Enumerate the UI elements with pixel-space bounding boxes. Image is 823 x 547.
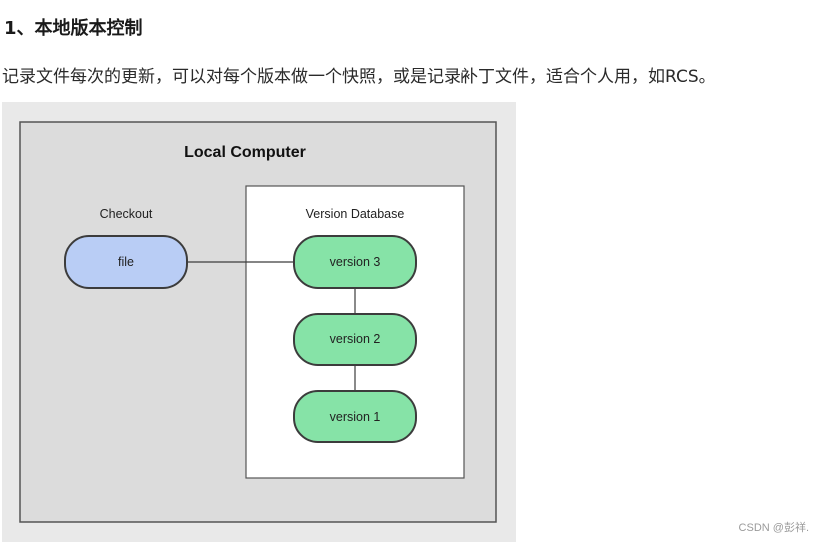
text-cursor-icon: I bbox=[460, 71, 465, 87]
csdn-watermark: CSDN @彭祥. bbox=[738, 522, 809, 534]
description-paragraph: 记录文件每次的更新，可以对每个版本做一个快照，或是记录补丁文件，适合个人用，如R… bbox=[2, 67, 716, 87]
checkout-label: Checkout bbox=[100, 207, 153, 221]
local-vcs-diagram: Local Computer Version Database Checkout… bbox=[2, 102, 516, 542]
local-computer-title: Local Computer bbox=[184, 144, 306, 161]
file-node bbox=[64, 235, 188, 289]
version-1-label: version 1 bbox=[330, 410, 381, 424]
section-heading: 1、本地版本控制 bbox=[4, 18, 143, 39]
version-3-node bbox=[293, 235, 417, 289]
version-2-label: version 2 bbox=[330, 332, 381, 346]
version-1-node bbox=[293, 390, 417, 443]
version-2-node bbox=[293, 313, 417, 366]
version-database-label: Version Database bbox=[306, 207, 405, 221]
diagram-svg: Local Computer Version Database Checkout… bbox=[2, 102, 516, 542]
file-node-label: file bbox=[118, 255, 134, 269]
version-3-label: version 3 bbox=[330, 255, 381, 269]
